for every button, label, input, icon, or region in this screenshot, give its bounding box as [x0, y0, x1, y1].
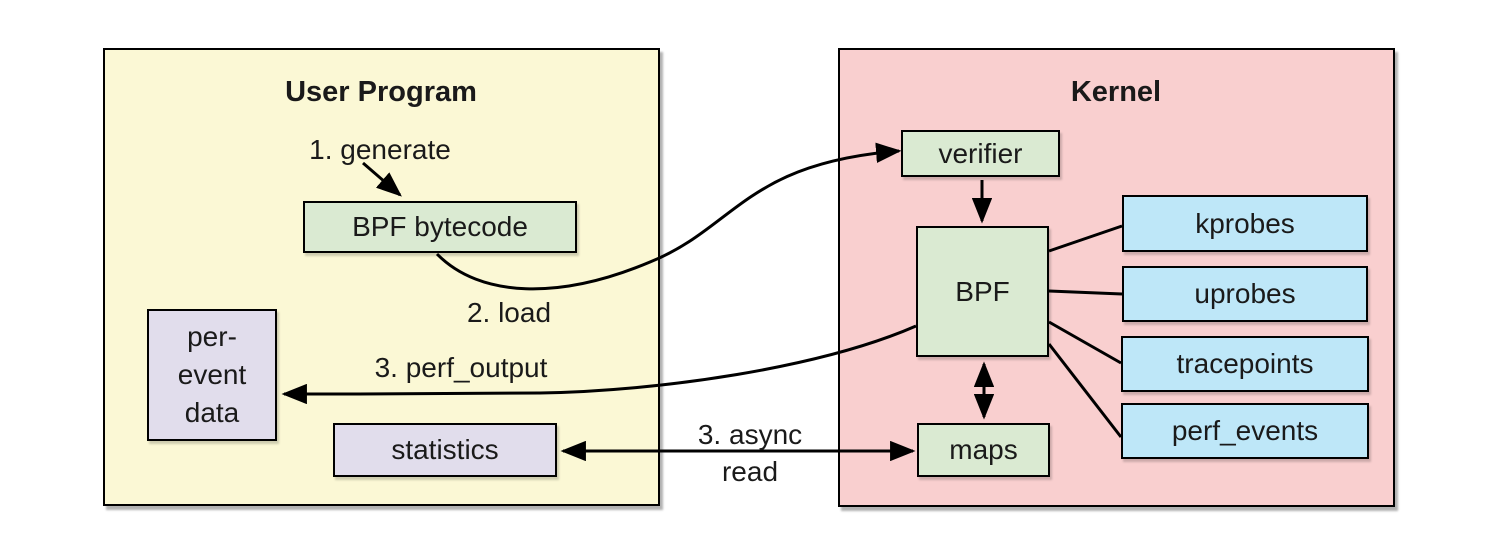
step3-async-read-label: 3. async read: [650, 416, 850, 490]
maps-node: maps: [917, 423, 1050, 477]
kernel-title: Kernel: [1070, 76, 1162, 108]
verifier-node: verifier: [901, 130, 1060, 177]
step1-generate-label: 1. generate: [309, 134, 451, 165]
kprobes-label: kprobes: [1195, 207, 1295, 239]
verifier-label: verifier: [938, 137, 1023, 169]
per-event-data-line1: per-: [187, 321, 237, 352]
bpf-bytecode-label: BPF bytecode: [352, 211, 528, 242]
statistics-node: statistics: [333, 423, 557, 477]
step3-perf-output-label: 3. perf_output: [374, 352, 548, 383]
per-event-data-line3: data: [184, 397, 240, 428]
maps-label: maps: [949, 434, 1018, 465]
bpf-label: BPF: [955, 275, 1010, 307]
per-event-data-line2: event: [177, 359, 247, 390]
tracepoints-label: tracepoints: [1176, 348, 1314, 379]
bpf-node: BPF: [916, 226, 1049, 357]
perf-events-label: perf_events: [1171, 415, 1319, 446]
step2-load-label: 2. load: [466, 297, 552, 328]
uprobes-node: uprobes: [1122, 266, 1368, 322]
step3-async-line2: read: [721, 456, 779, 487]
bpf-bytecode-node: BPF bytecode: [303, 201, 577, 253]
tracepoints-node: tracepoints: [1121, 336, 1369, 392]
uprobes-label: uprobes: [1194, 278, 1296, 309]
per-event-data-node: per- event data: [147, 309, 277, 441]
perf-events-node: perf_events: [1121, 403, 1369, 459]
statistics-label: statistics: [391, 434, 499, 465]
user-program-title: User Program: [285, 76, 477, 108]
kprobes-node: kprobes: [1122, 195, 1368, 252]
step3-async-line1: 3. async: [697, 419, 803, 450]
